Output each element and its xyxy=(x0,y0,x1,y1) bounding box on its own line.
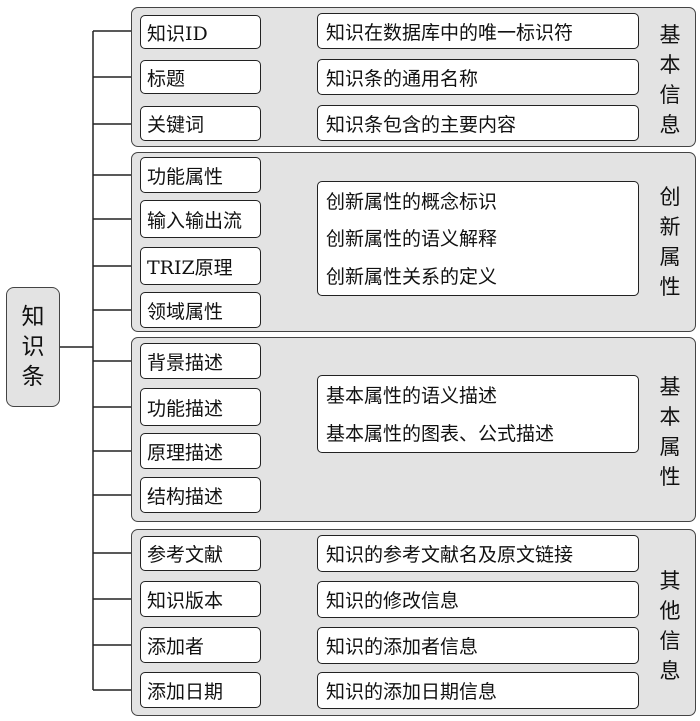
label-box: 添加者 xyxy=(140,627,261,663)
label-box: 知识版本 xyxy=(140,581,261,617)
label-box: 功能描述 xyxy=(140,388,261,426)
label-box: TRIZ原理 xyxy=(140,247,261,285)
desc-box: 知识在数据库中的唯一标识符 xyxy=(317,13,639,49)
label-box: 结构描述 xyxy=(140,477,261,513)
label-box: 标题 xyxy=(140,60,261,94)
label-box: 原理描述 xyxy=(140,433,261,469)
desc-box: 知识条的通用名称 xyxy=(317,59,639,95)
desc-box: 基本属性的语义描述 xyxy=(317,375,639,414)
label-box: 知识ID xyxy=(140,15,261,49)
desc-box: 知识的修改信息 xyxy=(317,581,639,618)
label-box: 添加日期 xyxy=(140,672,261,708)
group-title: 基 本 属 性 xyxy=(659,375,681,489)
root-char: 知 xyxy=(21,304,45,330)
desc-box: 创新属性的语义解释 xyxy=(317,218,639,257)
desc-box: 基本属性的图表、公式描述 xyxy=(317,413,639,453)
root-char: 识 xyxy=(21,334,45,360)
label-box: 领域属性 xyxy=(140,292,261,328)
group-title: 其 他 信 息 xyxy=(659,569,681,683)
label-box: 参考文献 xyxy=(140,536,261,571)
root-char: 条 xyxy=(21,364,45,390)
label-box: 输入输出流 xyxy=(140,200,261,238)
root-node: 知 识 条 xyxy=(6,287,60,407)
desc-box: 创新属性关系的定义 xyxy=(317,256,639,296)
desc-box: 知识的参考文献名及原文链接 xyxy=(317,535,639,572)
label-box: 背景描述 xyxy=(140,343,261,379)
desc-box: 知识条包含的主要内容 xyxy=(317,105,639,141)
desc-box: 知识的添加日期信息 xyxy=(317,672,639,709)
group-title: 基 本 信 息 xyxy=(659,23,681,137)
desc-box: 知识的添加者信息 xyxy=(317,627,639,664)
label-box: 功能属性 xyxy=(140,157,261,193)
desc-box: 创新属性的概念标识 xyxy=(317,181,639,219)
label-box: 关键词 xyxy=(140,106,261,141)
group-title: 创 新 属 性 xyxy=(659,185,681,299)
